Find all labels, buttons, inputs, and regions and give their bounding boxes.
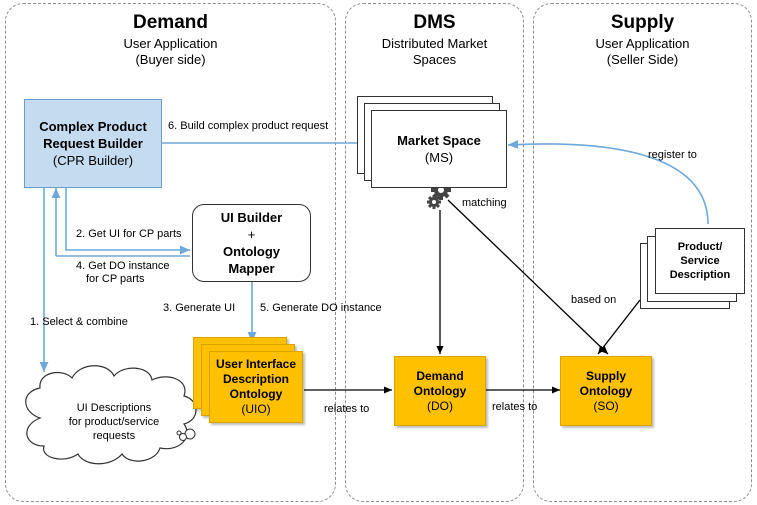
so-line1: Supply [585,368,626,383]
uio-line3: Ontology [229,387,283,401]
label-relates-to-1: relates to [324,403,370,415]
label-generate-do: 5. Generate DO instance [260,302,382,314]
product-desc-node: Product/ Service Description [655,228,745,294]
ui-builder-node: UI Builder + Ontology Mapper [192,204,311,282]
demand-region: Demand User Application (Buyer side) [5,3,336,502]
dms-subtitle-line2: Spaces [412,52,457,67]
supply-subtitle: User Application (Seller Side) [534,36,751,68]
uib-line2: + [247,227,256,242]
ms-line1: Market Space [397,133,481,148]
cloud-line3: requests [92,430,136,442]
uib-line4: Mapper [228,261,275,276]
edge-pd-to-so [597,299,641,355]
label-select-combine: 1. Select & combine [30,316,128,328]
pd-line3: Description [669,269,731,281]
dms-region: DMS Distributed Market Spaces [345,3,524,502]
dms-subtitle-line1: Distributed Market [381,36,488,51]
pd-line2: Service [680,255,720,267]
uib-line3: Ontology [222,244,281,259]
dms-title: DMS [413,12,456,33]
label-matching: matching [462,197,507,209]
label-generate-ui: 3. Generate UI [163,302,236,314]
supply-region: Supply User Application (Seller Side) [533,3,752,502]
label-register-to: register to [648,149,697,161]
pd-line1: Product/ [677,241,723,253]
supply-subtitle-line2: (Seller Side) [606,52,679,67]
uib-line1: UI Builder [220,210,283,225]
cloud-ui-descriptions: UI Descriptions for product/service requ… [52,394,176,450]
edge-get-ui [65,188,190,255]
edge-ms-to-so [447,199,609,355]
label-get-ui: 2. Get UI for CP parts [76,228,182,240]
cloud-line2: for product/service [68,416,160,428]
demand-subtitle-line1: User Application [123,36,218,51]
do-line1: Demand [416,368,464,383]
cpr-builder-node: Complex Product Request Builder (CPR Bui… [24,99,162,188]
do-node: Demand Ontology (DO) [394,356,486,426]
cpr-line2: Request Builder [43,136,143,151]
uio-node: User Interface Description Ontology (UIO… [209,351,303,423]
cloud-line1: UI Descriptions [76,402,152,414]
dms-subtitle: Distributed Market Spaces [346,36,523,68]
edge-register-to [507,139,709,225]
uio-line1: User Interface [215,357,297,371]
do-line2: Ontology [413,383,467,398]
label-relates-to-2: relates to [492,401,538,413]
uio-line2: Description [222,372,289,386]
so-line3: (SO) [593,398,619,413]
market-space-node: Market Space (MS) [371,110,507,188]
cpr-line3: (CPR Builder) [52,153,134,168]
demand-subtitle: User Application (Buyer side) [6,36,335,68]
so-line2: Ontology [579,383,633,398]
uio-line4: (UIO) [241,402,271,416]
gear-icon-small [427,195,441,209]
label-get-do-1: 4. Get DO instance [76,260,170,272]
label-get-do-2: for CP parts [86,273,145,285]
demand-subtitle-line2: (Buyer side) [135,52,206,67]
cloud-shape [25,365,197,465]
label-based-on: based on [571,294,617,306]
cpr-line1: Complex Product [39,119,147,134]
so-node: Supply Ontology (SO) [560,356,652,426]
label-build-request: 6. Build complex product request [168,120,329,132]
ms-line2: (MS) [424,150,454,165]
supply-title: Supply [610,12,675,33]
supply-subtitle-line1: User Application [595,36,690,51]
demand-title: Demand [133,12,208,33]
do-line3: (DO) [427,398,453,413]
